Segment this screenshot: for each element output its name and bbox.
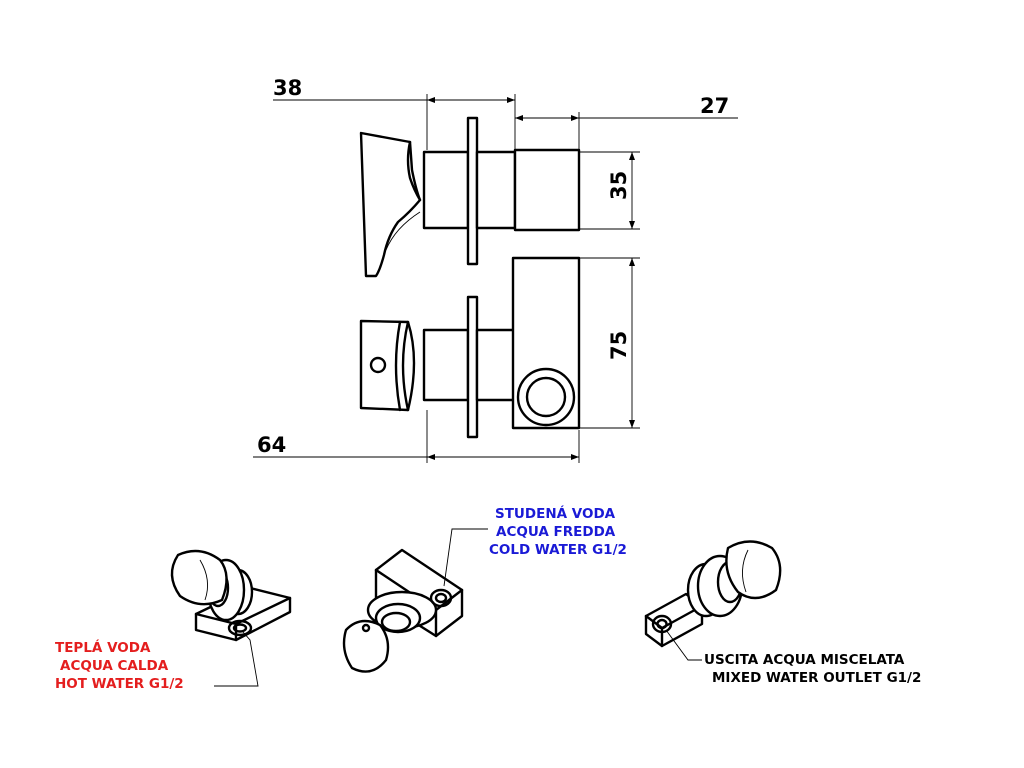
hot-label-line2: ACQUA CALDA [60, 658, 169, 674]
isometric-view-cold [342, 548, 464, 673]
dim-64: 64 [257, 433, 286, 457]
isometric-view-mixed [644, 540, 782, 648]
cold-label-line3: COLD WATER G1/2 [489, 542, 627, 558]
dim-75: 75 [607, 331, 631, 360]
side-view-top [359, 116, 581, 278]
hot-label-line3: HOT WATER G1/2 [55, 676, 184, 692]
cold-label-line2: ACQUA FREDDA [496, 524, 616, 540]
side-view-bottom [359, 256, 581, 439]
dim-27: 27 [700, 94, 729, 118]
cold-water-label: STUDENÁ VODA ACQUA FREDDA COLD WATER G1/… [489, 505, 627, 558]
cold-label-line1: STUDENÁ VODA [495, 505, 616, 522]
leader-lines [214, 528, 702, 687]
dim-38: 38 [273, 76, 302, 100]
hot-water-label: TEPLÁ VODA ACQUA CALDA HOT WATER G1/2 [55, 639, 184, 692]
mixed-label-line2: MIXED WATER OUTLET G1/2 [712, 670, 921, 686]
hot-label-line1: TEPLÁ VODA [55, 639, 151, 656]
mixed-water-label: USCITA ACQUA MISCELATA MIXED WATER OUTLE… [704, 652, 921, 686]
isometric-view-hot [170, 549, 292, 642]
dimension-lines [253, 94, 738, 463]
dim-35: 35 [607, 171, 631, 200]
mixed-label-line1: USCITA ACQUA MISCELATA [704, 652, 905, 668]
